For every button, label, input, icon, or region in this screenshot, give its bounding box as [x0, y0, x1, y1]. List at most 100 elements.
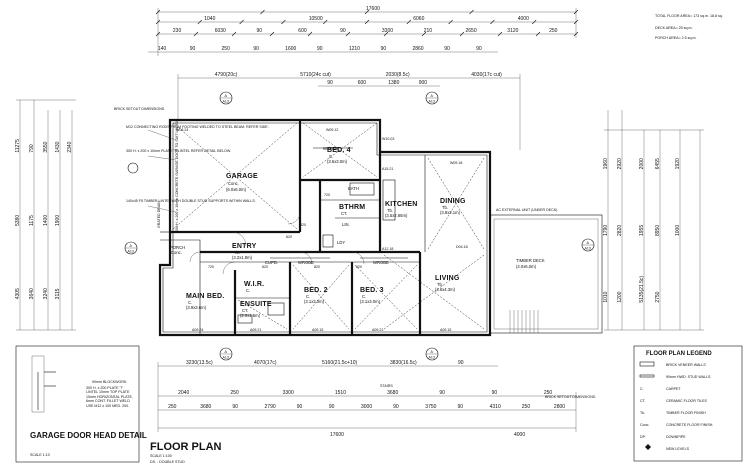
room-bed3-size: (3.1x3.0m) — [360, 299, 381, 304]
dim-right-0: 1960 — [603, 158, 609, 169]
dim-top-row2-9: 250 — [549, 28, 558, 34]
note-brick-setout: BRICK SETOUT DIMENSIONS. — [114, 107, 165, 111]
room-garage-floor: Conc. — [228, 181, 239, 186]
dim-right-3: 2920 — [617, 158, 623, 169]
dim-top-row3-0: 140 — [158, 46, 167, 52]
room-dining-size: (3.8x3.1m) — [440, 210, 461, 215]
dim-top-row3-1: 90 — [190, 46, 196, 52]
room-bed2: BED. 2 — [304, 287, 328, 294]
dim-right-9: 6455 — [655, 158, 661, 169]
svg-text:A13: A13 — [128, 250, 134, 254]
plan-title: FLOOR PLAN — [150, 441, 222, 453]
detail-scale: SCALE 1:10 — [30, 453, 50, 457]
dim-top-row2-6: 210 — [424, 28, 433, 34]
legend-text-4: TIMBER FLOOR FINISH — [666, 411, 706, 415]
dim-top-row3-8: 2860 — [412, 46, 423, 52]
label-cupd: CUPD. — [265, 260, 278, 265]
window-code-2: W10.03 — [382, 137, 394, 141]
room-kitchen: KITCHEN — [385, 201, 418, 208]
room-bed4-size: (3.5x3.0m) — [327, 159, 348, 164]
dim-top-row2-1: 6030 — [215, 28, 226, 34]
dim-left-4: 1175 — [29, 215, 35, 226]
legend-text-0: BRICK VENEER WALLS — [666, 363, 706, 367]
dim-top-row2-3: 600 — [298, 28, 307, 34]
area-schedule: TOTAL FLOOR AREA= 173 sq.m. 18.8 sq. DEC… — [655, 14, 723, 40]
dim-top-row5-2: 1380 — [388, 80, 399, 86]
window-code-4: W09.18 — [450, 161, 462, 165]
label-ldy: LDY — [337, 240, 345, 245]
dim-bottom-row3-6: 3000 — [361, 404, 372, 410]
detail-marker — [127, 162, 139, 174]
dim-right-13: 1000 — [675, 225, 681, 236]
walls — [158, 118, 492, 337]
plan-title-block: FLOOR PLAN SCALE 1:100 DS. - DOUBLE STUD — [150, 441, 222, 464]
dim-top-row2-2: 90 — [257, 28, 263, 34]
room-dining: DINING — [440, 198, 466, 205]
dim-right-10: 8950 — [655, 225, 661, 236]
legend-code-2: C. — [640, 387, 644, 391]
legend-text-6: DOWNPIPE — [666, 435, 686, 439]
deck-width-bottom: 4000 — [514, 432, 525, 438]
window-code-8: A09.15 — [312, 328, 323, 332]
label-lin: LIN. — [342, 222, 350, 227]
dim-top-row2-0: 230 — [173, 28, 182, 34]
legend-code-4: Tb. — [640, 411, 645, 415]
dim-top-row1-0: 1040 — [204, 16, 215, 22]
svg-text:A: A — [587, 241, 590, 245]
legend-code-6: DP. — [640, 435, 646, 439]
overall-width-bottom: 17600 — [330, 432, 344, 438]
svg-text:A13: A13 — [223, 356, 229, 360]
dim-left-12: 2340 — [67, 141, 73, 152]
stairs-label: STAIRS — [380, 384, 393, 388]
room-deck: TIMBER DECK — [516, 258, 545, 263]
room-dining-floor: Tb. — [442, 205, 448, 210]
dim-bottom-row3-7: 90 — [393, 404, 399, 410]
dim-bottom-row1-2: 5160(21.5c+10) — [322, 360, 358, 366]
dim-bottom-row3-10: 4310 — [490, 404, 501, 410]
dim-bottom-row3-4: 90 — [297, 404, 303, 410]
dim-right-7: 1955 — [639, 225, 645, 236]
dim-top-row3-10: 90 — [476, 46, 482, 52]
room-living-floor: Tb. — [437, 282, 443, 287]
dim-top-row3-5: 90 — [317, 46, 323, 52]
dim-top-row2-4: 90 — [340, 28, 346, 34]
section-marker-bottom: A A13 — [219, 347, 233, 361]
window-code-6: A09.24 — [192, 328, 203, 332]
section-marker-right: A A13 — [581, 238, 595, 252]
note-grated-drain: GRATED DRAIN — [157, 201, 161, 228]
room-garage-size: (6.0x6.0m) — [226, 187, 247, 192]
dim-bottom-row3-9: 90 — [457, 404, 463, 410]
room-garage: GARAGE — [226, 173, 258, 180]
door-width-4: 820 — [356, 265, 362, 269]
label-ac-unit: AC EXTERNAL UNIT (UNDER DECK) — [496, 208, 557, 212]
note-m12-rods: M12 CONNECTING RODS FROM FOOTING WELDED … — [126, 125, 269, 129]
svg-text:A: A — [431, 94, 434, 98]
legend-level-icon — [645, 444, 651, 450]
window-code-10: A09.15 — [440, 328, 451, 332]
dim-top-row3-3: 90 — [253, 46, 259, 52]
dim-top-row4-2: 2030(8.5c) — [386, 72, 410, 78]
svg-text:A: A — [225, 94, 228, 98]
floor-plan-legend: FLOOR PLAN LEGEND BRICK VENEER WALLS90mm… — [633, 345, 743, 462]
room-wir: W.I.R. — [244, 281, 264, 288]
left-dimensions: 1127553804305790117536403550140032401430… — [15, 99, 76, 331]
dim-left-7: 1400 — [43, 215, 49, 226]
plan-scale: SCALE 1:100 — [150, 454, 172, 458]
shower — [267, 302, 285, 316]
note-timber-lintel: 140x45 F5 TIMBER LINTEL WITH DOUBLE STUD… — [126, 199, 256, 203]
section-marker-left: A A13 — [124, 241, 138, 255]
bottom-dimensions: 17600 4000 STAIRS 3230(13.5c)4070(17c)51… — [157, 360, 577, 438]
dim-left-8: 3240 — [43, 288, 49, 299]
room-bed4-floor: C. — [329, 154, 333, 159]
timber-deck — [489, 214, 603, 334]
detail-lintel-note: 300 H. x 200 PLATE 'T' LINTEL 10mm TOP P… — [86, 386, 133, 408]
room-bed4: BED. 4 — [327, 147, 351, 154]
door-width-0: 820 — [286, 235, 292, 239]
room-bed2-size: (3.1x3.0m) — [304, 299, 325, 304]
dim-top-row5-3: 900 — [419, 80, 428, 86]
dim-bottom-row3-8: 3750 — [425, 404, 436, 410]
dim-top-row5-1: 600 — [358, 80, 367, 86]
ensuite-vanity — [237, 314, 253, 324]
